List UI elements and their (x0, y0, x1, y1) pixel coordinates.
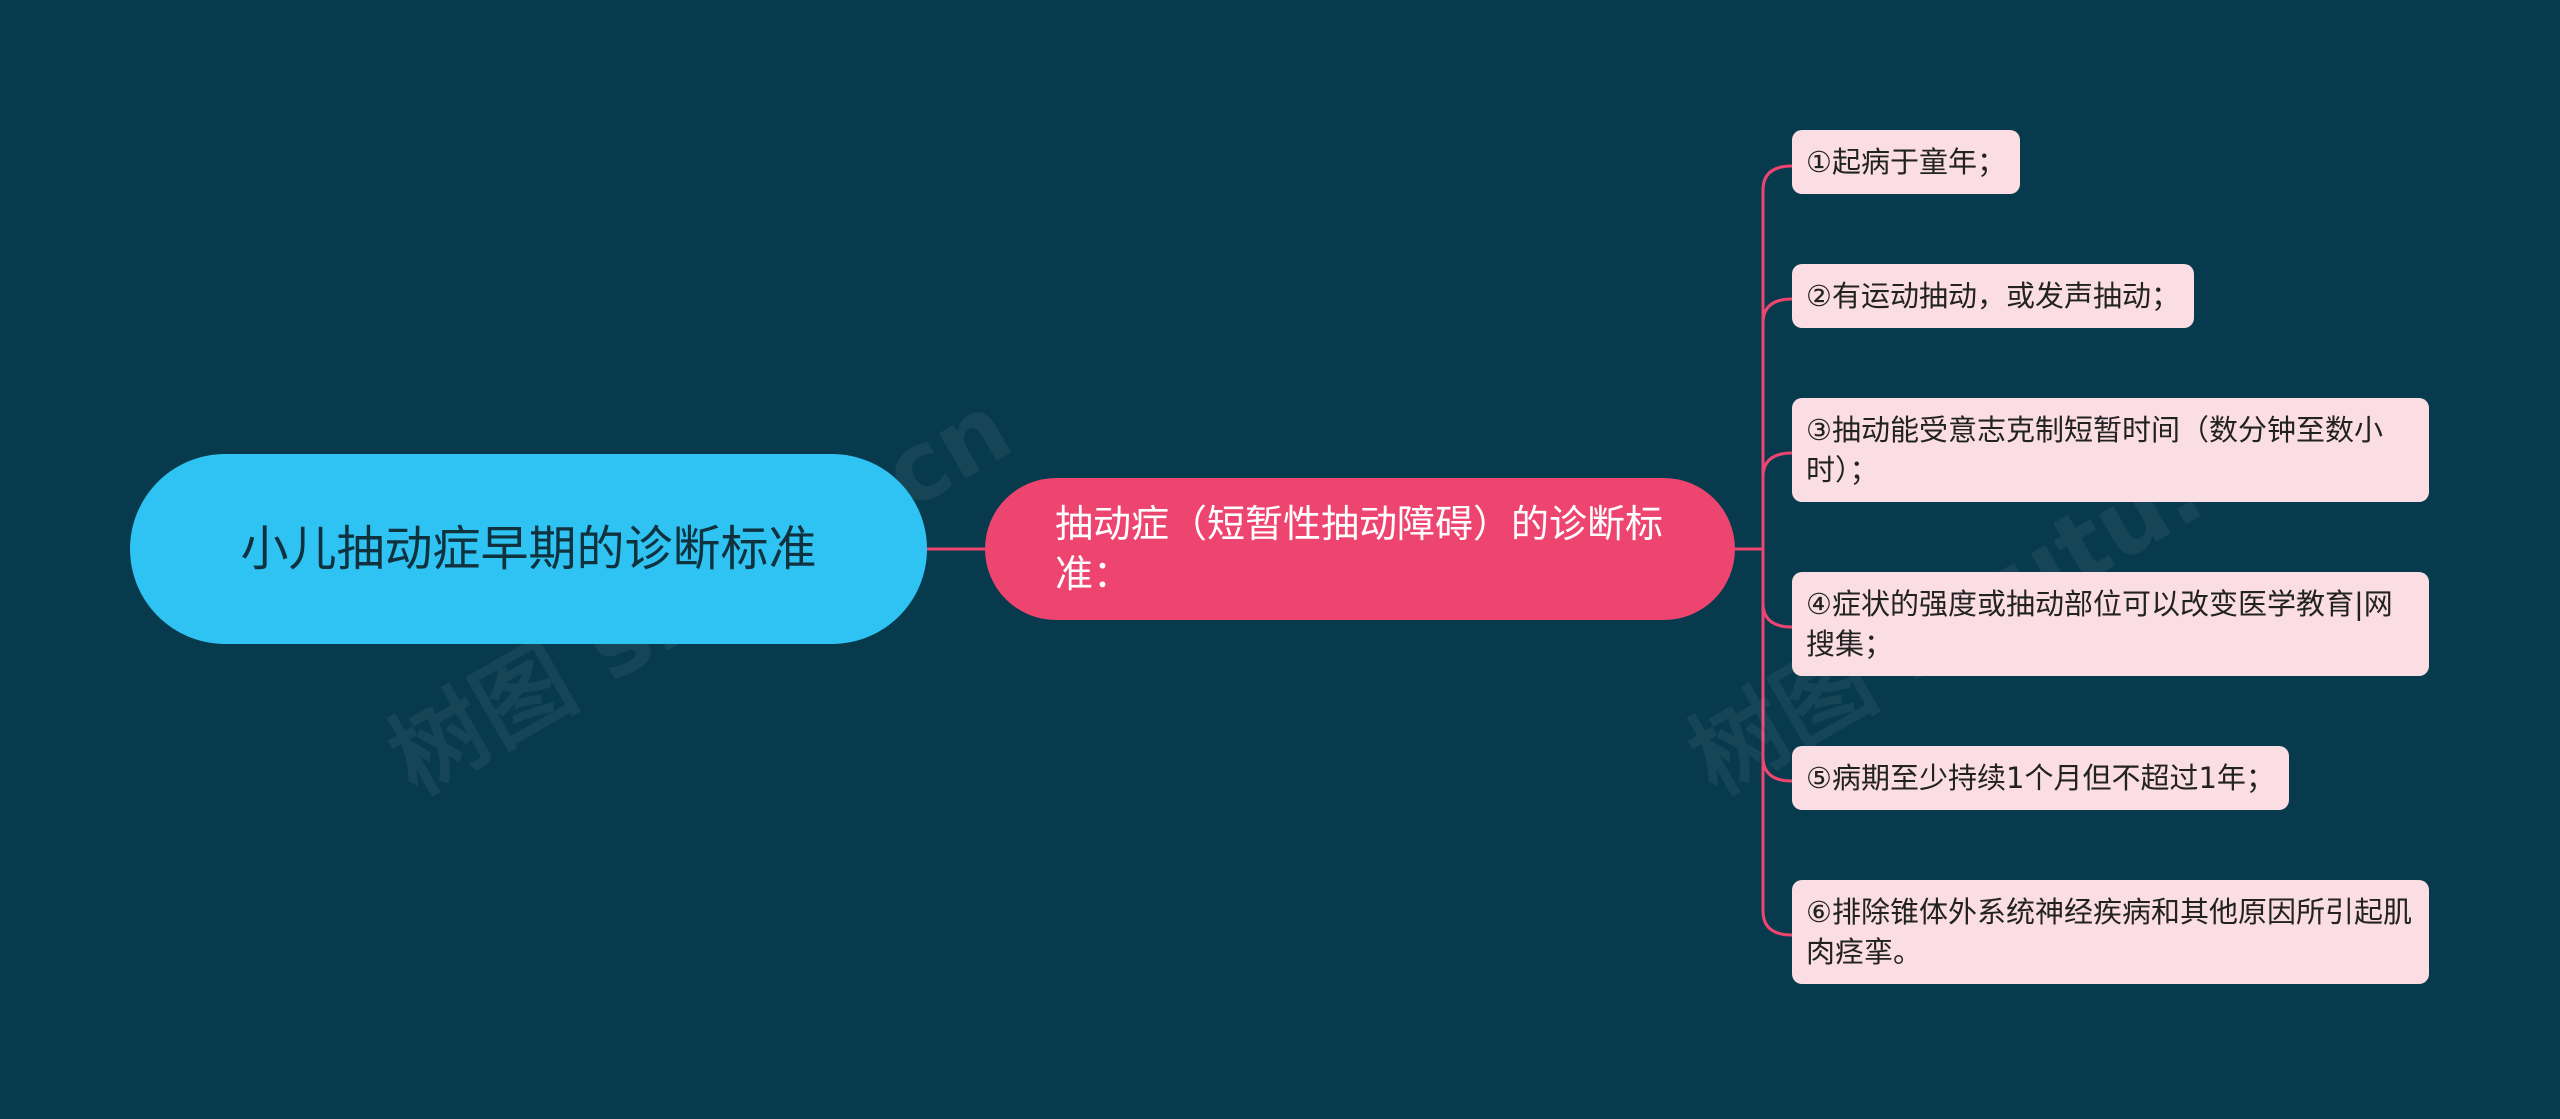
leaf-topic-2[interactable]: ②有运动抽动，或发声抽动； (1792, 264, 2194, 328)
connector-leaf-3 (1761, 451, 1793, 549)
leaf-topic-label: ②有运动抽动，或发声抽动； (1806, 279, 2180, 313)
main-topic-label: 抽动症（短暂性抽动障碍）的诊断标准： (1055, 502, 1664, 596)
root-topic[interactable]: 小儿抽动症早期的诊断标准 (130, 454, 927, 644)
leaf-topic-3[interactable]: ③抽动能受意志克制短暂时间（数分钟至数小时）； (1792, 398, 2429, 502)
connector-leaf-4 (1761, 549, 1793, 629)
leaf-topic-5[interactable]: ⑤病期至少持续1个月但不超过1年； (1792, 746, 2289, 810)
root-topic-label: 小儿抽动症早期的诊断标准 (240, 521, 817, 577)
leaf-topic-1[interactable]: ①起病于童年； (1792, 130, 2020, 194)
leaf-topic-label: ⑤病期至少持续1个月但不超过1年； (1806, 761, 2275, 795)
leaf-topic-label: ⑥排除锥体外系统神经疾病和其他原因所引起肌肉痉挛。 (1806, 895, 2412, 969)
connector-leaf-2 (1761, 297, 1793, 549)
connector-leaf-1 (1761, 164, 1793, 549)
leaf-topic-label: ④症状的强度或抽动部位可以改变医学教育|网搜集； (1806, 587, 2393, 661)
leaf-topic-4[interactable]: ④症状的强度或抽动部位可以改变医学教育|网搜集； (1792, 572, 2429, 676)
connector-leaf-6 (1761, 549, 1793, 937)
leaf-topic-label: ③抽动能受意志克制短暂时间（数分钟至数小时）； (1806, 413, 2383, 487)
leaf-topic-6[interactable]: ⑥排除锥体外系统神经疾病和其他原因所引起肌肉痉挛。 (1792, 880, 2429, 984)
main-topic[interactable]: 抽动症（短暂性抽动障碍）的诊断标准： (985, 478, 1735, 620)
leaf-topic-label: ①起病于童年； (1806, 145, 2006, 179)
